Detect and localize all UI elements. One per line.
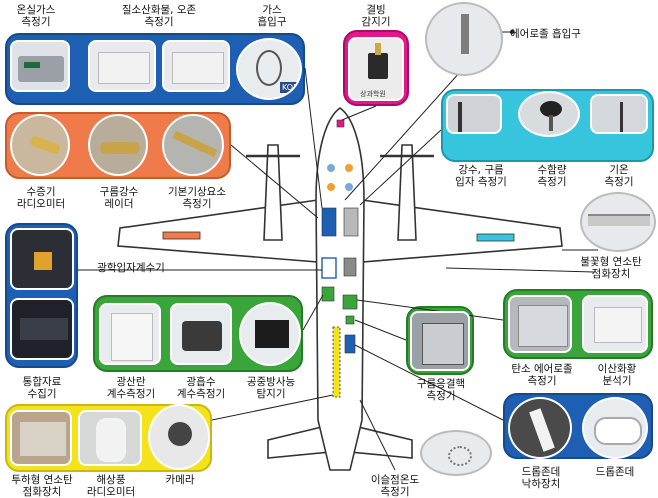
optical-counter-label: 광학입자계수기 bbox=[97, 262, 165, 274]
temperature-label: 기온 측정기 bbox=[604, 164, 634, 188]
right-wing bbox=[361, 199, 563, 263]
dropsonde-launcher-image bbox=[508, 397, 572, 459]
carbon-aerosol-label: 탄소 에어로졸 측정기 bbox=[511, 363, 573, 387]
so2-analyzer-label: 이산화황 분석기 bbox=[597, 363, 637, 387]
carbon-aerosol-image bbox=[508, 295, 572, 353]
right-engine bbox=[397, 144, 417, 241]
camera-image bbox=[148, 404, 210, 470]
met-elements-image bbox=[162, 114, 224, 176]
rack-2 bbox=[343, 207, 359, 237]
dropsonde-launcher-label: 드롭존데 낙하장치 bbox=[521, 466, 561, 490]
nox-analyzer-image bbox=[88, 40, 156, 92]
dropsonde-label: 드롭존데 bbox=[595, 466, 635, 478]
data-collector-label: 통합자료 수집기 bbox=[22, 376, 62, 400]
psychro-image bbox=[420, 430, 492, 476]
water-content-image bbox=[518, 91, 580, 137]
gas-inlet-label: 가스 흡입구 bbox=[257, 4, 287, 28]
gas-inlet-logo-text: KOREA bbox=[280, 82, 300, 93]
cabin-window-3 bbox=[327, 164, 335, 172]
ccn-image bbox=[410, 311, 470, 371]
airborne-sensor-label: 공중방사능 탐지기 bbox=[246, 376, 296, 400]
cloud-radar-image bbox=[88, 114, 148, 176]
rack-5 bbox=[321, 286, 335, 302]
precip-particle-image bbox=[446, 94, 502, 134]
airborne-sensor-image bbox=[239, 302, 301, 366]
seeding-tube bbox=[332, 326, 341, 398]
rack-6 bbox=[342, 294, 358, 310]
rack-4 bbox=[343, 257, 357, 277]
cabin-window-2 bbox=[345, 183, 353, 191]
sea-radiometer-image bbox=[78, 410, 142, 466]
drop-flare-image bbox=[10, 410, 72, 466]
left-engine bbox=[263, 144, 283, 241]
flare-burn-label: 불꽃형 연소탄 점화장치 bbox=[580, 256, 642, 280]
rack-7 bbox=[345, 315, 355, 325]
icing-caption: 상과학원 bbox=[360, 90, 386, 98]
icing-detector-image: 상과학원 bbox=[348, 37, 404, 101]
camera-label: 카메라 bbox=[165, 474, 195, 486]
absorption-counter-label: 광흡수 계수측정기 bbox=[176, 376, 226, 400]
so2-analyzer-image bbox=[582, 295, 648, 353]
optical-counter-image bbox=[10, 228, 74, 290]
data-collector-image bbox=[10, 298, 74, 360]
dropsonde-image bbox=[582, 397, 648, 459]
aerosol-inlet-label: 에어로졸 흡입구 bbox=[510, 28, 581, 40]
sea-radiometer-label: 해상풍 라디오미터 bbox=[86, 474, 136, 498]
rack-1 bbox=[321, 207, 337, 237]
ozone-analyzer-image bbox=[162, 40, 230, 92]
scatter-counter-label: 광산란 계수측정기 bbox=[106, 376, 156, 400]
rack-3 bbox=[321, 257, 337, 279]
water-vapor-radiometer-image bbox=[10, 114, 70, 176]
drop-flare-label: 투하형 연소탄 점화장치 bbox=[11, 474, 73, 498]
absorption-counter-image bbox=[170, 303, 232, 365]
cabin-window-4 bbox=[345, 164, 353, 172]
temperature-sensor-image bbox=[590, 94, 648, 134]
rack-8 bbox=[344, 334, 356, 354]
right-wing-instrument bbox=[476, 233, 515, 242]
ccn-label: 구름응결핵 측정기 bbox=[416, 378, 466, 402]
greenhouse-analyzer-image bbox=[10, 40, 70, 92]
nose-sensor bbox=[336, 119, 345, 128]
scatter-counter-image bbox=[99, 303, 161, 365]
greenhouse-label: 온실가스 측정기 bbox=[16, 4, 56, 28]
aerosol-inlet-image bbox=[425, 2, 503, 76]
psychro-label: 이슬점온도 측정기 bbox=[370, 474, 420, 498]
cabin-window-1 bbox=[327, 183, 335, 191]
nox-ozone-label: 질소산화물, 오존 측정기 bbox=[121, 4, 197, 28]
water-content-label: 수함량 측정기 bbox=[537, 164, 567, 188]
fuselage bbox=[315, 107, 365, 471]
gas-inlet-image: KOREA bbox=[236, 38, 302, 100]
precip-particle-label: 강수, 구름 입자 측정기 bbox=[455, 164, 507, 188]
left-wing-instrument bbox=[162, 231, 201, 240]
icing-label: 결빙 감지기 bbox=[361, 4, 391, 28]
water-vapor-label: 수증기 라디오미터 bbox=[16, 186, 66, 210]
flare-rack-image bbox=[580, 192, 656, 252]
met-elements-label: 기본기상요소 측정기 bbox=[168, 186, 226, 210]
cloud-radar-label: 구름강수 레이더 bbox=[99, 186, 139, 210]
